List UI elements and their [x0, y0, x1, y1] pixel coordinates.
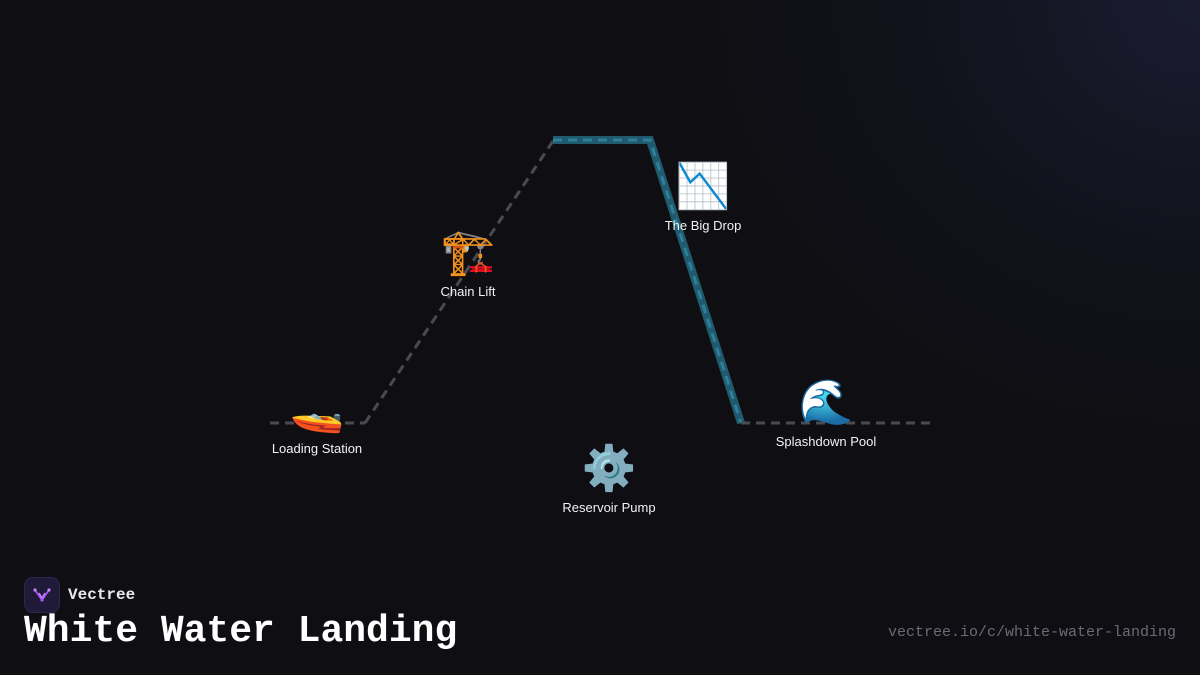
node-splashdown-pool: 🌊 Splashdown Pool — [746, 377, 906, 450]
node-chain-lift: 🏗️ Chain Lift — [388, 227, 548, 300]
page-title: White Water Landing — [24, 610, 458, 653]
gear-icon: ⚙️ — [581, 443, 637, 494]
node-label: Reservoir Pump — [562, 500, 656, 515]
track-chain-lift — [363, 137, 557, 424]
brand: Vectree — [24, 577, 135, 613]
node-label: Chain Lift — [440, 284, 496, 299]
node-label: Splashdown Pool — [775, 434, 877, 449]
brand-name: Vectree — [68, 586, 136, 604]
vectree-logo-icon — [24, 577, 60, 613]
crane-icon: 🏗️ — [440, 227, 496, 278]
node-label: Loading Station — [271, 441, 363, 456]
speedboat-icon: 🚤 — [289, 384, 345, 435]
node-reservoir-pump: ⚙️ Reservoir Pump — [529, 443, 689, 516]
node-big-drop: 📉 The Big Drop — [623, 161, 783, 234]
water-wave-icon: 🌊 — [798, 377, 854, 428]
track-big-drop-dash — [553, 138, 743, 424]
chart-decreasing-icon: 📉 — [675, 161, 731, 212]
node-label: The Big Drop — [664, 218, 742, 233]
source-url[interactable]: vectree.io/c/white-water-landing — [887, 624, 1176, 641]
node-loading-station: 🚤 Loading Station — [237, 384, 397, 457]
